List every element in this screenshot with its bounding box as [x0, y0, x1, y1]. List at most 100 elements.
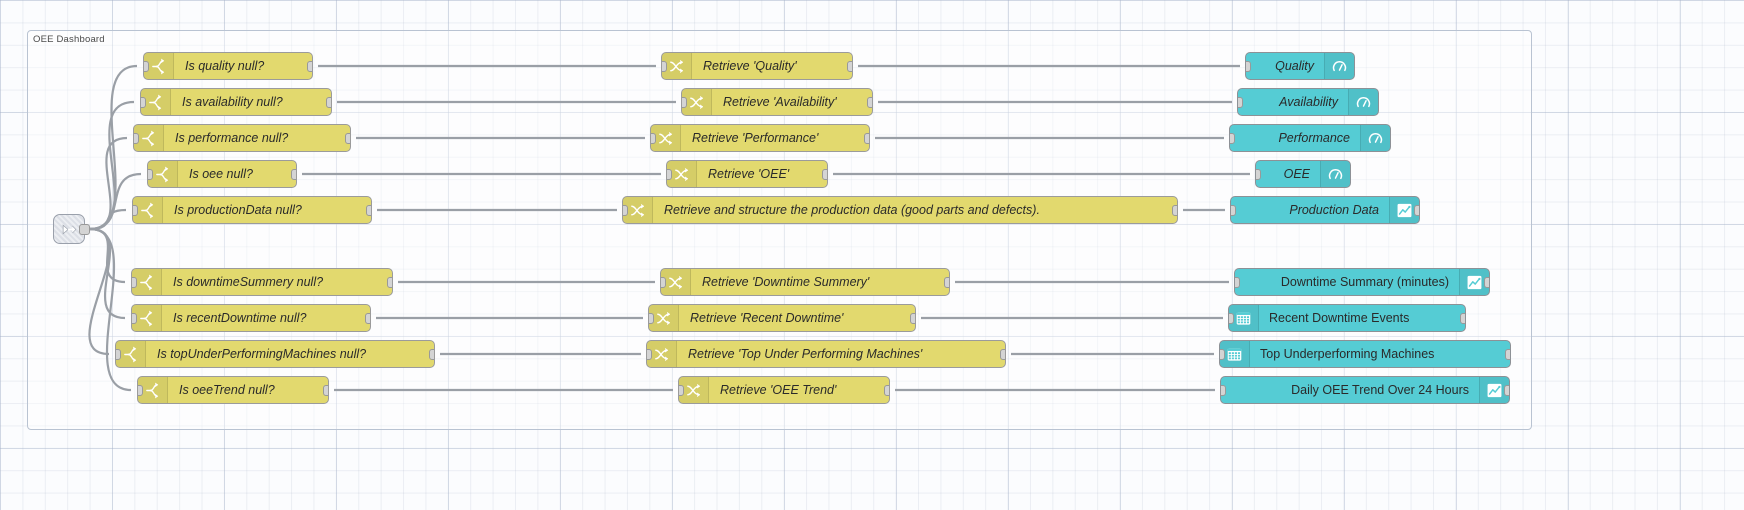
- port-input[interactable]: [141, 96, 146, 108]
- switch-node-7-label: Is topUnderPerformingMachines null?: [157, 346, 367, 361]
- port-output[interactable]: [429, 348, 434, 360]
- port-output[interactable]: [910, 312, 915, 324]
- port-input[interactable]: [1246, 60, 1251, 72]
- table-icon: [1236, 311, 1251, 325]
- switch-node-8[interactable]: Is oeeTrend null?: [137, 376, 329, 404]
- switch-node-6-label: Is recentDowntime null?: [173, 310, 307, 325]
- dashboard-node-1[interactable]: Availability: [1237, 88, 1379, 116]
- port-input[interactable]: [651, 132, 656, 144]
- port-input[interactable]: [138, 384, 143, 396]
- dashboard-node-8[interactable]: Daily OEE Trend Over 24 Hours: [1220, 376, 1510, 404]
- change-node-8[interactable]: Retrieve 'OEE Trend': [678, 376, 890, 404]
- change-icon-container: [649, 305, 679, 331]
- change-icon: [690, 95, 703, 109]
- port-input[interactable]: [1238, 96, 1243, 108]
- dashboard-node-5[interactable]: Downtime Summary (minutes): [1234, 268, 1490, 296]
- port-output[interactable]: [1414, 204, 1419, 216]
- switch-node-0[interactable]: Is quality null?: [143, 52, 313, 80]
- port-output[interactable]: [366, 204, 371, 216]
- change-icon: [675, 167, 688, 181]
- port-input[interactable]: [1256, 168, 1261, 180]
- switch-icon-container: [116, 341, 146, 367]
- port-input[interactable]: [623, 204, 628, 216]
- change-node-2[interactable]: Retrieve 'Performance': [650, 124, 870, 152]
- change-node-5[interactable]: Retrieve 'Downtime Summery': [660, 268, 950, 296]
- change-icon: [669, 275, 682, 289]
- switch-node-6[interactable]: Is recentDowntime null?: [131, 304, 371, 332]
- switch-node-2[interactable]: Is performance null?: [133, 124, 351, 152]
- port-input[interactable]: [148, 168, 153, 180]
- port-input[interactable]: [662, 60, 667, 72]
- port-input[interactable]: [682, 96, 687, 108]
- port-input[interactable]: [1235, 276, 1240, 288]
- port-input[interactable]: [649, 312, 654, 324]
- dashboard-node-0-label: Quality: [1275, 58, 1314, 73]
- port-output[interactable]: [822, 168, 827, 180]
- port-output[interactable]: [884, 384, 889, 396]
- dashboard-node-3[interactable]: OEE: [1255, 160, 1351, 188]
- port-input[interactable]: [132, 276, 137, 288]
- change-node-3-label: Retrieve 'OEE': [708, 166, 790, 181]
- link-in-node[interactable]: [53, 214, 90, 244]
- port-input[interactable]: [116, 348, 121, 360]
- switch-node-4[interactable]: Is productionData null?: [132, 196, 372, 224]
- port-output[interactable]: [1460, 312, 1465, 324]
- switch-node-7[interactable]: Is topUnderPerformingMachines null?: [115, 340, 435, 368]
- change-node-3[interactable]: Retrieve 'OEE': [666, 160, 828, 188]
- switch-node-3[interactable]: Is oee null?: [147, 160, 297, 188]
- port-output[interactable]: [365, 312, 370, 324]
- port-output[interactable]: [847, 60, 852, 72]
- port-output[interactable]: [323, 384, 328, 396]
- port-input[interactable]: [667, 168, 672, 180]
- port-output[interactable]: [345, 132, 350, 144]
- port-output[interactable]: [864, 132, 869, 144]
- change-node-7-label: Retrieve 'Top Under Performing Machines': [688, 346, 923, 361]
- port-input[interactable]: [133, 204, 138, 216]
- change-node-7[interactable]: Retrieve 'Top Under Performing Machines': [646, 340, 1006, 368]
- port-input[interactable]: [1231, 204, 1236, 216]
- port-input[interactable]: [679, 384, 684, 396]
- port-input[interactable]: [1229, 312, 1234, 324]
- port-output[interactable]: [326, 96, 331, 108]
- port-output[interactable]: [387, 276, 392, 288]
- gauge-icon: [1332, 60, 1347, 71]
- port-output[interactable]: [1504, 384, 1509, 396]
- port-output[interactable]: [1172, 204, 1177, 216]
- port-output[interactable]: [944, 276, 949, 288]
- change-icon-container: [651, 125, 681, 151]
- switch-node-5[interactable]: Is downtimeSummery null?: [131, 268, 393, 296]
- dashboard-node-6[interactable]: Recent Downtime Events: [1228, 304, 1466, 332]
- change-node-0[interactable]: Retrieve 'Quality': [661, 52, 853, 80]
- switch-node-3-label: Is oee null?: [189, 166, 253, 181]
- port-input[interactable]: [661, 276, 666, 288]
- port-input[interactable]: [134, 132, 139, 144]
- port-output[interactable]: [307, 60, 312, 72]
- switch-node-1[interactable]: Is availability null?: [140, 88, 332, 116]
- switch-icon: [140, 310, 153, 326]
- link-in-icon: [62, 223, 76, 235]
- change-node-6[interactable]: Retrieve 'Recent Downtime': [648, 304, 916, 332]
- change-node-4[interactable]: Retrieve and structure the production da…: [622, 196, 1178, 224]
- port-output[interactable]: [1000, 348, 1005, 360]
- change-node-1[interactable]: Retrieve 'Availability': [681, 88, 873, 116]
- port-input[interactable]: [1220, 348, 1225, 360]
- dashboard-node-7[interactable]: Top Underperforming Machines: [1219, 340, 1511, 368]
- dashboard-node-2[interactable]: Performance: [1229, 124, 1391, 152]
- port-input[interactable]: [1230, 132, 1235, 144]
- port-input[interactable]: [647, 348, 652, 360]
- port-output[interactable]: [1484, 276, 1489, 288]
- change-icon: [670, 59, 683, 73]
- port-input[interactable]: [1221, 384, 1226, 396]
- port-output[interactable]: [291, 168, 296, 180]
- port-output[interactable]: [79, 223, 90, 235]
- port-output[interactable]: [867, 96, 872, 108]
- port-input[interactable]: [144, 60, 149, 72]
- dashboard-node-4[interactable]: Production Data: [1230, 196, 1420, 224]
- dashboard-node-0[interactable]: Quality: [1245, 52, 1355, 80]
- switch-node-2-label: Is performance null?: [175, 130, 289, 145]
- port-input[interactable]: [132, 312, 137, 324]
- port-output[interactable]: [1505, 348, 1510, 360]
- chart-icon: [1487, 383, 1502, 397]
- switch-node-4-label: Is productionData null?: [174, 202, 302, 217]
